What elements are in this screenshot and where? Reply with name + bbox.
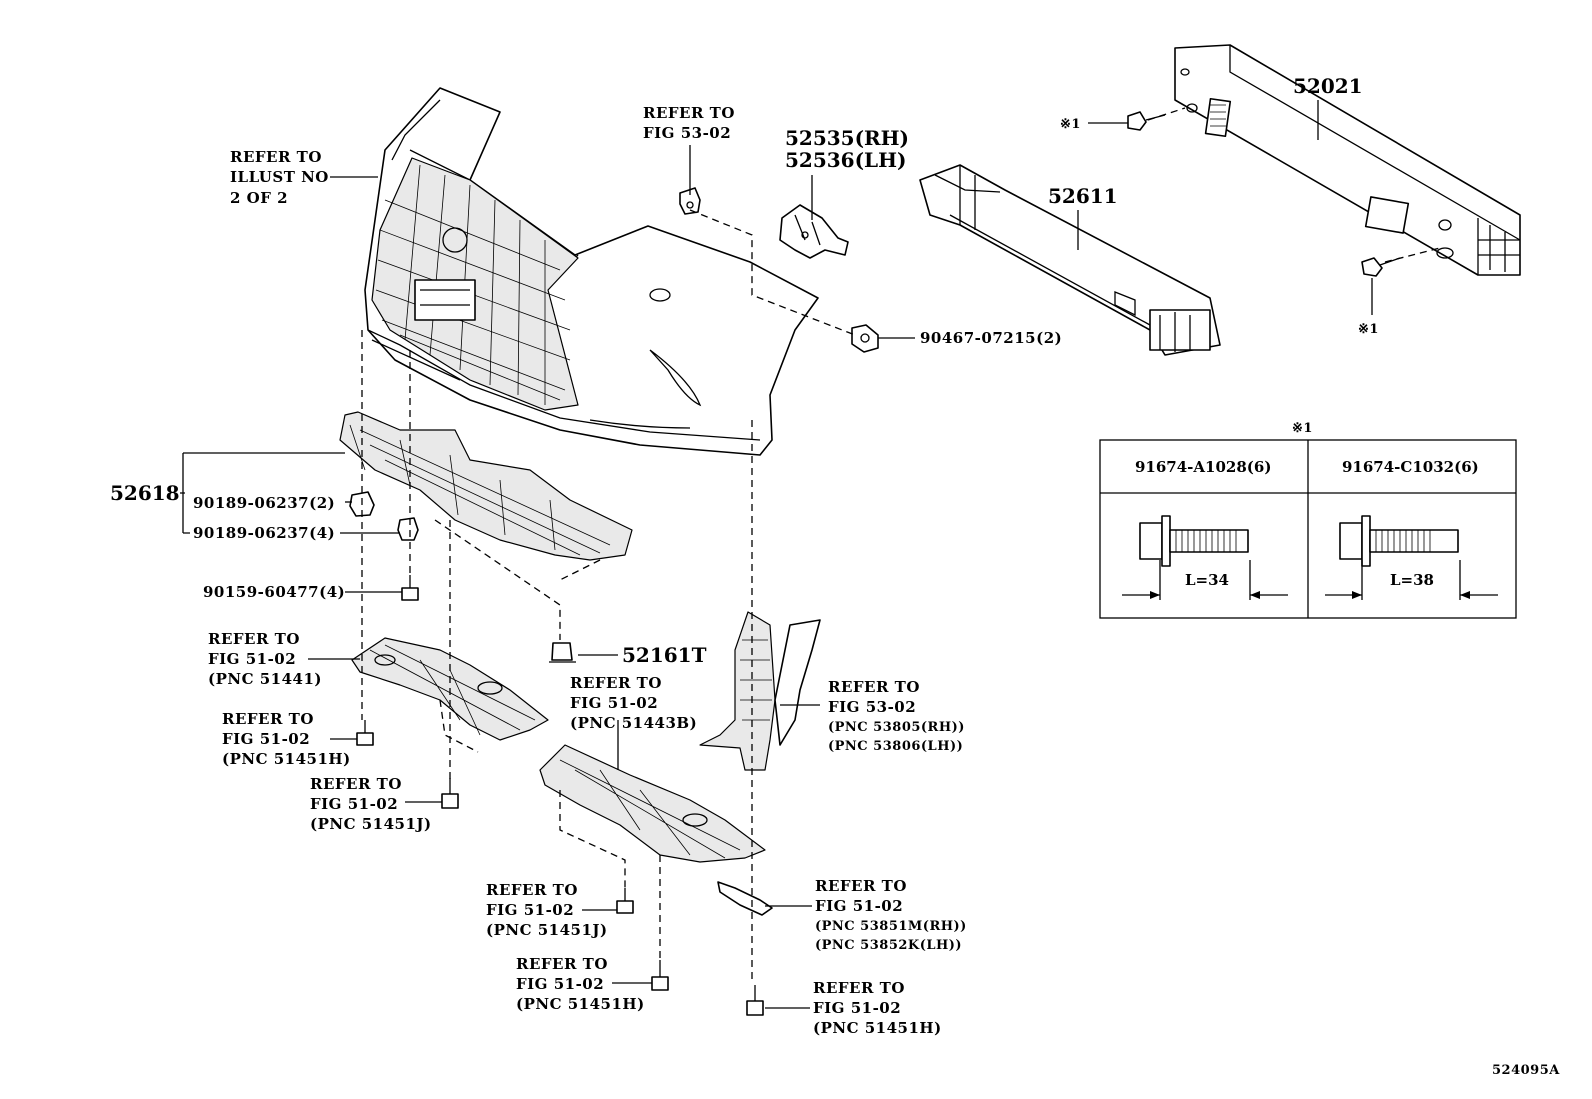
callout-51451h-b: REFER TO FIG 51-02 (PNC 51451H) [516, 955, 645, 1013]
part-number-90189-a: 90189-06237(2) [193, 494, 335, 512]
svg-text:(PNC 51441): (PNC 51441) [208, 670, 322, 688]
bolt-table-part-2: 91674-C1032(6) [1342, 458, 1479, 476]
svg-text:FIG 53-02: FIG 53-02 [828, 698, 916, 716]
svg-text:FIG 51-02: FIG 51-02 [815, 897, 903, 915]
svg-text:FIG 51-02: FIG 51-02 [310, 795, 398, 813]
mark-note-1: ※1 [1358, 322, 1379, 337]
part-number-52536: 52536(LH) [785, 148, 906, 172]
bolt-table-part-1: 91674-A1028(6) [1135, 458, 1271, 476]
flange-bolt-icon [1122, 515, 1288, 600]
callout-51451j-b: REFER TO FIG 51-02 (PNC 51451J) [486, 881, 608, 939]
bumper-bracket-52535 [779, 204, 849, 259]
callout-51451j-a: REFER TO FIG 51-02 (PNC 51451J) [310, 775, 432, 833]
svg-text:REFER TO: REFER TO [230, 148, 322, 166]
clip-icon [851, 324, 879, 353]
svg-text:(PNC 51451H): (PNC 51451H) [813, 1019, 942, 1037]
bolt-table: ※1 91674-A1028(6) 91674-C1032(6) L=34 L=… [1099, 421, 1517, 619]
screw-icon [441, 778, 459, 809]
svg-text:2 OF 2: 2 OF 2 [230, 189, 288, 207]
grille [371, 157, 579, 411]
bolt-table-mark: ※1 [1292, 421, 1313, 436]
mark-note-1: ※1 [1060, 117, 1081, 132]
screw-icon [356, 720, 374, 746]
svg-text:REFER TO: REFER TO [486, 881, 578, 899]
callout-51443b: REFER TO FIG 51-02 (PNC 51443B) [570, 674, 697, 732]
bolt-icon [401, 575, 419, 601]
svg-text:REFER TO: REFER TO [208, 630, 300, 648]
svg-text:REFER TO: REFER TO [516, 955, 608, 973]
callout-51451h-a: REFER TO FIG 51-02 (PNC 51451H) [222, 710, 351, 768]
svg-text:(PNC 53852K(LH)): (PNC 53852K(LH)) [815, 938, 962, 953]
leader-lines [180, 100, 1373, 1009]
flange-bolt-icon [1325, 515, 1498, 600]
part-number-90189-b: 90189-06237(4) [193, 524, 335, 542]
svg-text:(PNC 53805(RH)): (PNC 53805(RH)) [828, 720, 965, 735]
part-number-52161t: 52161T [622, 643, 707, 667]
clip-icon [397, 517, 419, 541]
svg-text:REFER TO: REFER TO [570, 674, 662, 692]
svg-text:REFER TO: REFER TO [815, 877, 907, 895]
part-number-52611: 52611 [1048, 184, 1118, 208]
part-number-52618: 52618 [110, 481, 180, 505]
svg-text:FIG 53-02: FIG 53-02 [643, 124, 731, 142]
energy-absorber-52611 [919, 164, 1221, 356]
svg-text:(PNC 51451H): (PNC 51451H) [222, 750, 351, 768]
bolt-length-2: L=38 [1390, 571, 1434, 589]
svg-text:(PNC 51443B): (PNC 51443B) [570, 714, 697, 732]
svg-text:REFER TO: REFER TO [643, 104, 735, 122]
screw-icon [616, 888, 634, 914]
svg-text:FIG 51-02: FIG 51-02 [570, 694, 658, 712]
svg-text:(PNC 51451J): (PNC 51451J) [310, 815, 432, 833]
callout-refer-illust: REFER TO ILLUST NO 2 OF 2 [230, 148, 329, 207]
callout-51451h-c: REFER TO FIG 51-02 (PNC 51451H) [813, 979, 942, 1037]
part-number-90159: 90159-60477(4) [203, 583, 345, 601]
svg-text:REFER TO: REFER TO [813, 979, 905, 997]
bumper-cover [364, 87, 819, 456]
fasteners [349, 111, 1401, 1016]
assembly-lines [361, 107, 1441, 980]
callout-53805: REFER TO FIG 53-02 (PNC 53805(RH)) (PNC … [828, 678, 965, 754]
screw-icon [746, 985, 764, 1016]
bolt-length-1: L=34 [1185, 571, 1229, 589]
callout-53851: REFER TO FIG 51-02 (PNC 53851M(RH)) (PNC… [815, 877, 967, 953]
svg-text:FIG 51-02: FIG 51-02 [516, 975, 604, 993]
svg-text:REFER TO: REFER TO [310, 775, 402, 793]
clip-icon [679, 187, 701, 215]
seal-53851 [717, 881, 773, 916]
clip-icon [549, 642, 576, 663]
svg-text:ILLUST NO: ILLUST NO [230, 168, 329, 186]
callout-51441: REFER TO FIG 51-02 (PNC 51441) [208, 630, 322, 688]
part-number-52535: 52535(RH) [785, 126, 909, 150]
svg-text:REFER TO: REFER TO [222, 710, 314, 728]
under-cover-51443b [539, 744, 766, 863]
svg-text:(PNC 51451J): (PNC 51451J) [486, 921, 608, 939]
bolt-icon [1127, 111, 1166, 131]
fender-liner-53805 [699, 611, 821, 771]
figure-id: 524095A [1492, 1063, 1560, 1078]
svg-text:FIG 51-02: FIG 51-02 [208, 650, 296, 668]
bolt-icon [1361, 257, 1401, 277]
callout-refer-53-02-top: REFER TO FIG 53-02 [643, 104, 735, 142]
lower-cover-52618 [339, 411, 633, 561]
bumper-reinforcement-52021 [1174, 44, 1521, 276]
svg-text:FIG 51-02: FIG 51-02 [222, 730, 310, 748]
svg-text:(PNC 51451H): (PNC 51451H) [516, 995, 645, 1013]
svg-text:FIG 51-02: FIG 51-02 [486, 901, 574, 919]
svg-text:(PNC 53851M(RH)): (PNC 53851M(RH)) [815, 919, 967, 934]
svg-text:REFER TO: REFER TO [828, 678, 920, 696]
svg-text:(PNC 53806(LH)): (PNC 53806(LH)) [828, 739, 963, 754]
part-number-52021: 52021 [1293, 74, 1363, 98]
screw-icon [651, 960, 669, 991]
svg-text:FIG 51-02: FIG 51-02 [813, 999, 901, 1017]
part-number-90467: 90467-07215(2) [920, 329, 1062, 347]
